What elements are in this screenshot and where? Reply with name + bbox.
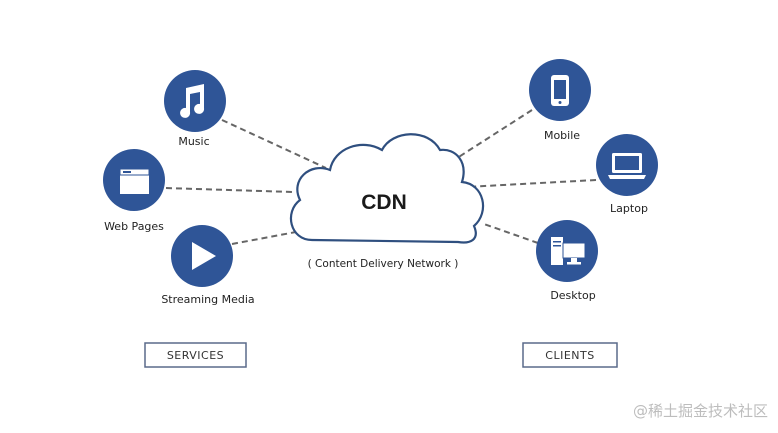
service-label-web-pages: Web Pages: [104, 220, 164, 233]
mobile-phone-icon: [551, 75, 569, 106]
connector-laptop: [465, 179, 597, 188]
music-note-icon: [180, 84, 205, 118]
connector-streaming-media: [231, 231, 297, 245]
client-label-mobile: Mobile: [544, 129, 580, 142]
service-node-streaming-media: Streaming Media: [161, 225, 255, 306]
client-label-laptop: Laptop: [610, 202, 648, 215]
clients-box-label: CLIENTS: [545, 349, 594, 362]
cloud-shape: [290, 133, 484, 244]
service-label-music: Music: [178, 135, 209, 148]
services-box-label: SERVICES: [167, 349, 224, 362]
service-node-music: Music: [164, 70, 226, 148]
desktop-computer-icon: [551, 237, 586, 265]
watermark: @稀土掘金技术社区: [632, 402, 768, 420]
client-node-desktop: Desktop: [536, 220, 598, 302]
cdn-subtitle: ( Content Delivery Network ): [308, 258, 459, 270]
client-label-desktop: Desktop: [550, 289, 595, 302]
clients-box: CLIENTS: [522, 342, 618, 368]
play-icon: [192, 242, 216, 270]
laptop-icon: [608, 153, 646, 179]
connector-music: [221, 119, 327, 169]
client-node-laptop: Laptop: [596, 134, 658, 215]
service-label-streaming-media: Streaming Media: [161, 293, 254, 306]
browser-window-icon: [119, 168, 150, 194]
connector-desktop: [483, 223, 539, 244]
services-box: SERVICES: [144, 342, 247, 368]
service-node-web-pages: Web Pages: [103, 149, 165, 233]
connector-web-pages: [165, 187, 293, 193]
connector-mobile: [453, 109, 533, 161]
client-node-mobile: Mobile: [529, 59, 591, 142]
cdn-title: CDN: [361, 191, 407, 214]
